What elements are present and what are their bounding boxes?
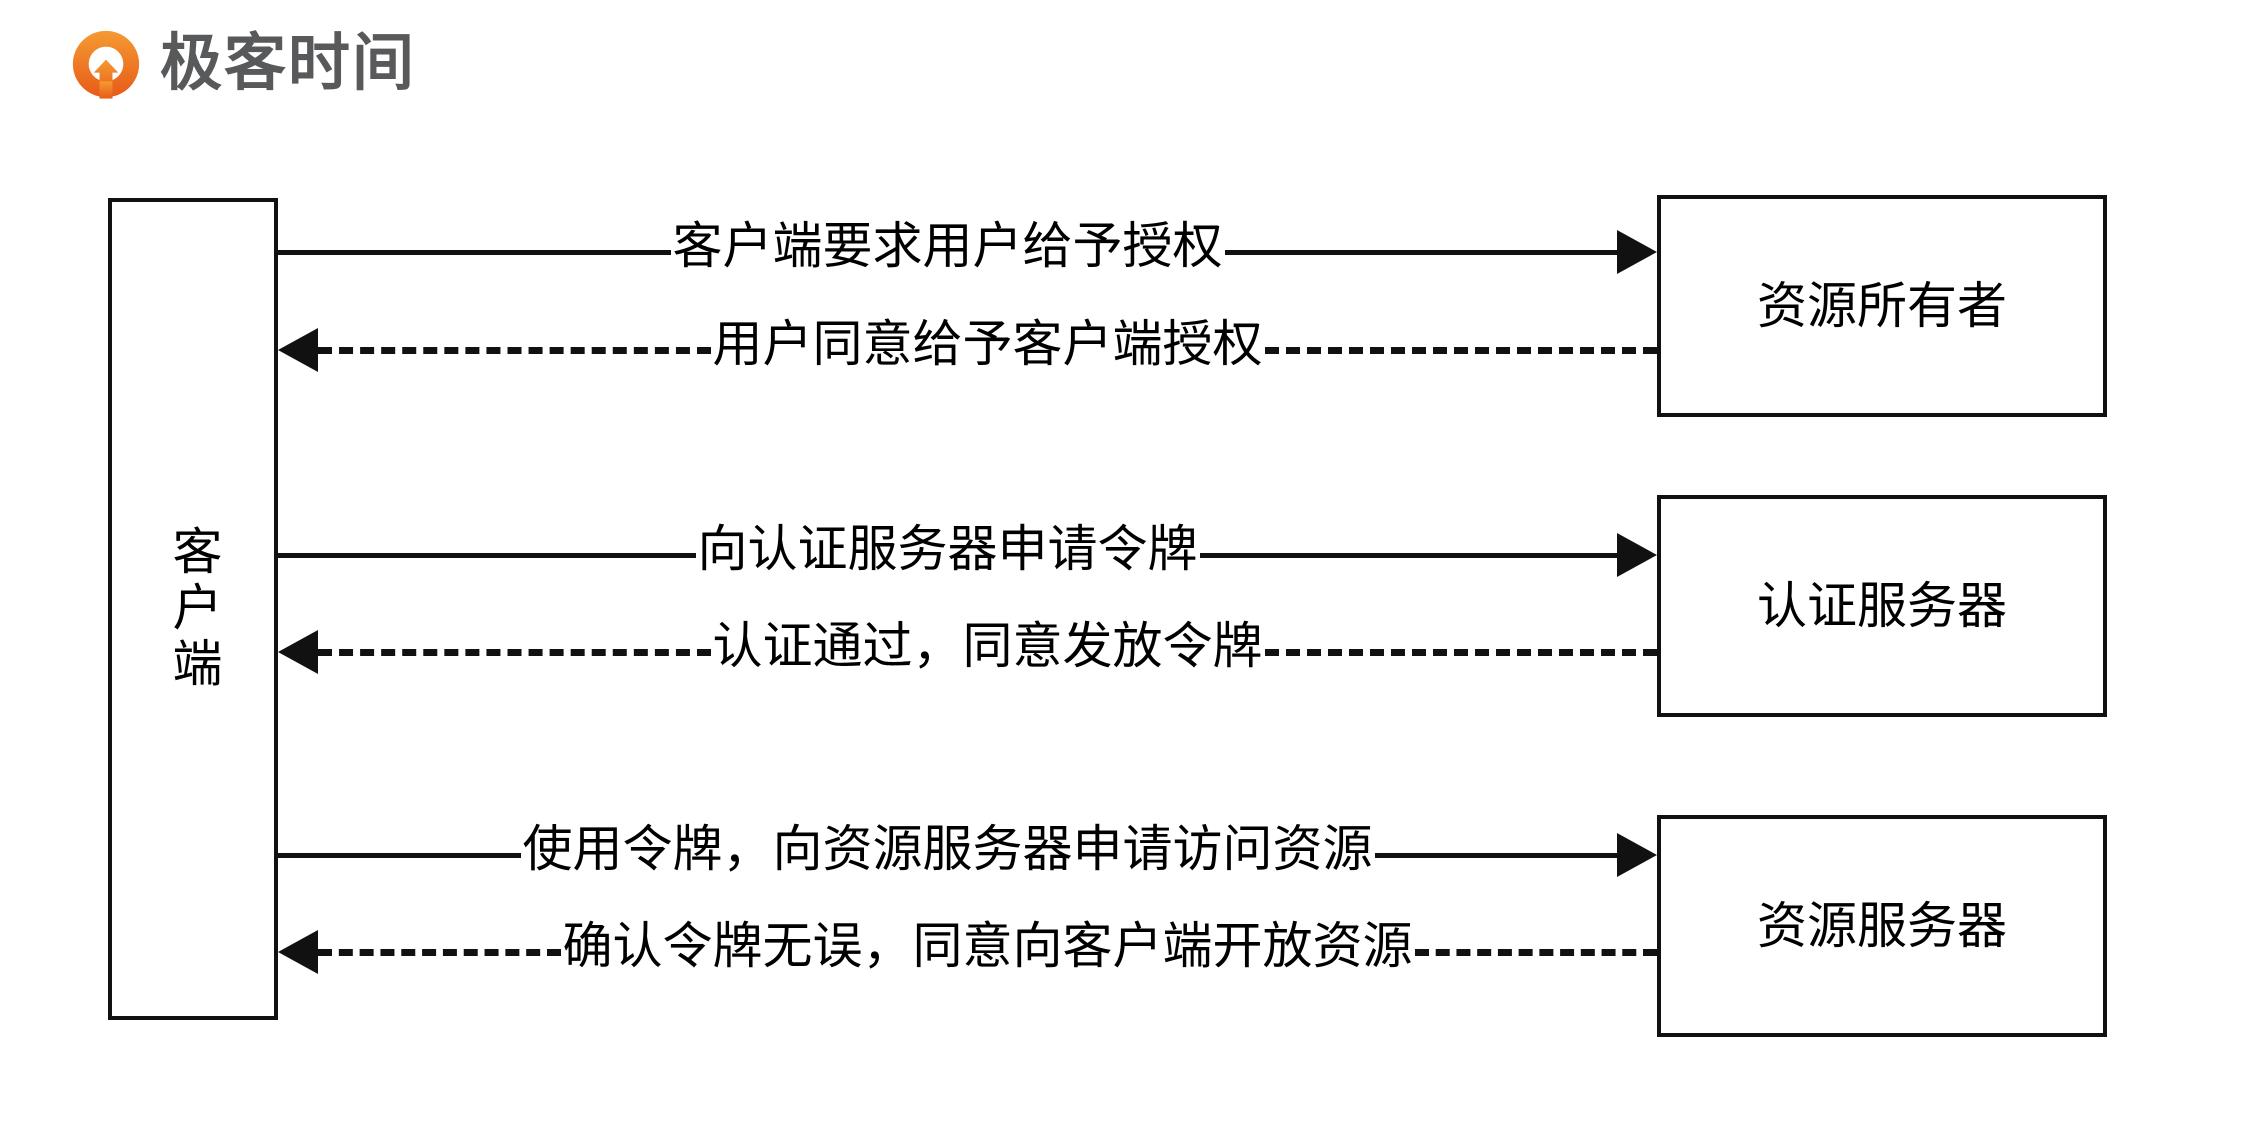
message-3-line-left [278,552,696,558]
message-4-token-issued: 认证通过，同意发放令牌 [278,618,1657,682]
message-4-label: 认证通过，同意发放令牌 [712,618,1263,674]
message-4-line-left [318,648,711,656]
message-2-line-left [318,346,711,354]
message-5-access-resource-with-token: 使用令牌，向资源服务器申请访问资源 [278,821,1657,885]
brand-logo: 极客时间 [70,28,416,100]
message-3-request-token: 向认证服务器申请令牌 [278,521,1657,585]
message-6-line-right [1414,948,1657,956]
node-client-label: 客户端 [165,525,222,693]
node-resource-owner-label: 资源所有者 [1757,277,2007,334]
message-1-line-left [278,249,671,255]
message-6-label: 确认令牌无误，同意向客户端开放资源 [562,918,1413,974]
message-3-label: 向认证服务器申请令牌 [697,521,1198,577]
node-auth-server: 认证服务器 [1657,495,2107,717]
node-resource-server-label: 资源服务器 [1757,897,2007,954]
message-1-line-right [1224,249,1617,255]
arrow-right-icon [1617,833,1657,877]
message-2-line-right [1264,346,1657,354]
message-1-label: 客户端要求用户给予授权 [672,218,1223,274]
node-auth-server-label: 认证服务器 [1757,577,2007,634]
message-6-line-left [318,948,561,956]
message-5-line-right [1374,852,1617,858]
message-4-line-right [1264,648,1657,656]
message-5-line-left [278,852,521,858]
arrow-right-icon [1617,230,1657,274]
arrow-left-icon [278,328,318,372]
node-resource-owner: 资源所有者 [1657,195,2107,417]
arrow-left-icon [278,930,318,974]
message-2-label: 用户同意给予客户端授权 [712,316,1263,372]
node-client: 客户端 [108,198,278,1020]
arrow-right-icon [1617,533,1657,577]
message-1-client-requests-authorization: 客户端要求用户给予授权 [278,218,1657,282]
arrow-left-icon [278,630,318,674]
geek-time-ring-arrow-logo-icon [72,30,140,99]
node-resource-server: 资源服务器 [1657,815,2107,1037]
message-6-resource-opened: 确认令牌无误，同意向客户端开放资源 [278,918,1657,982]
brand-name: 极客时间 [160,29,417,98]
message-2-user-grants-authorization: 用户同意给予客户端授权 [278,316,1657,380]
message-5-label: 使用令牌，向资源服务器申请访问资源 [522,821,1373,877]
message-3-line-right [1199,552,1617,558]
